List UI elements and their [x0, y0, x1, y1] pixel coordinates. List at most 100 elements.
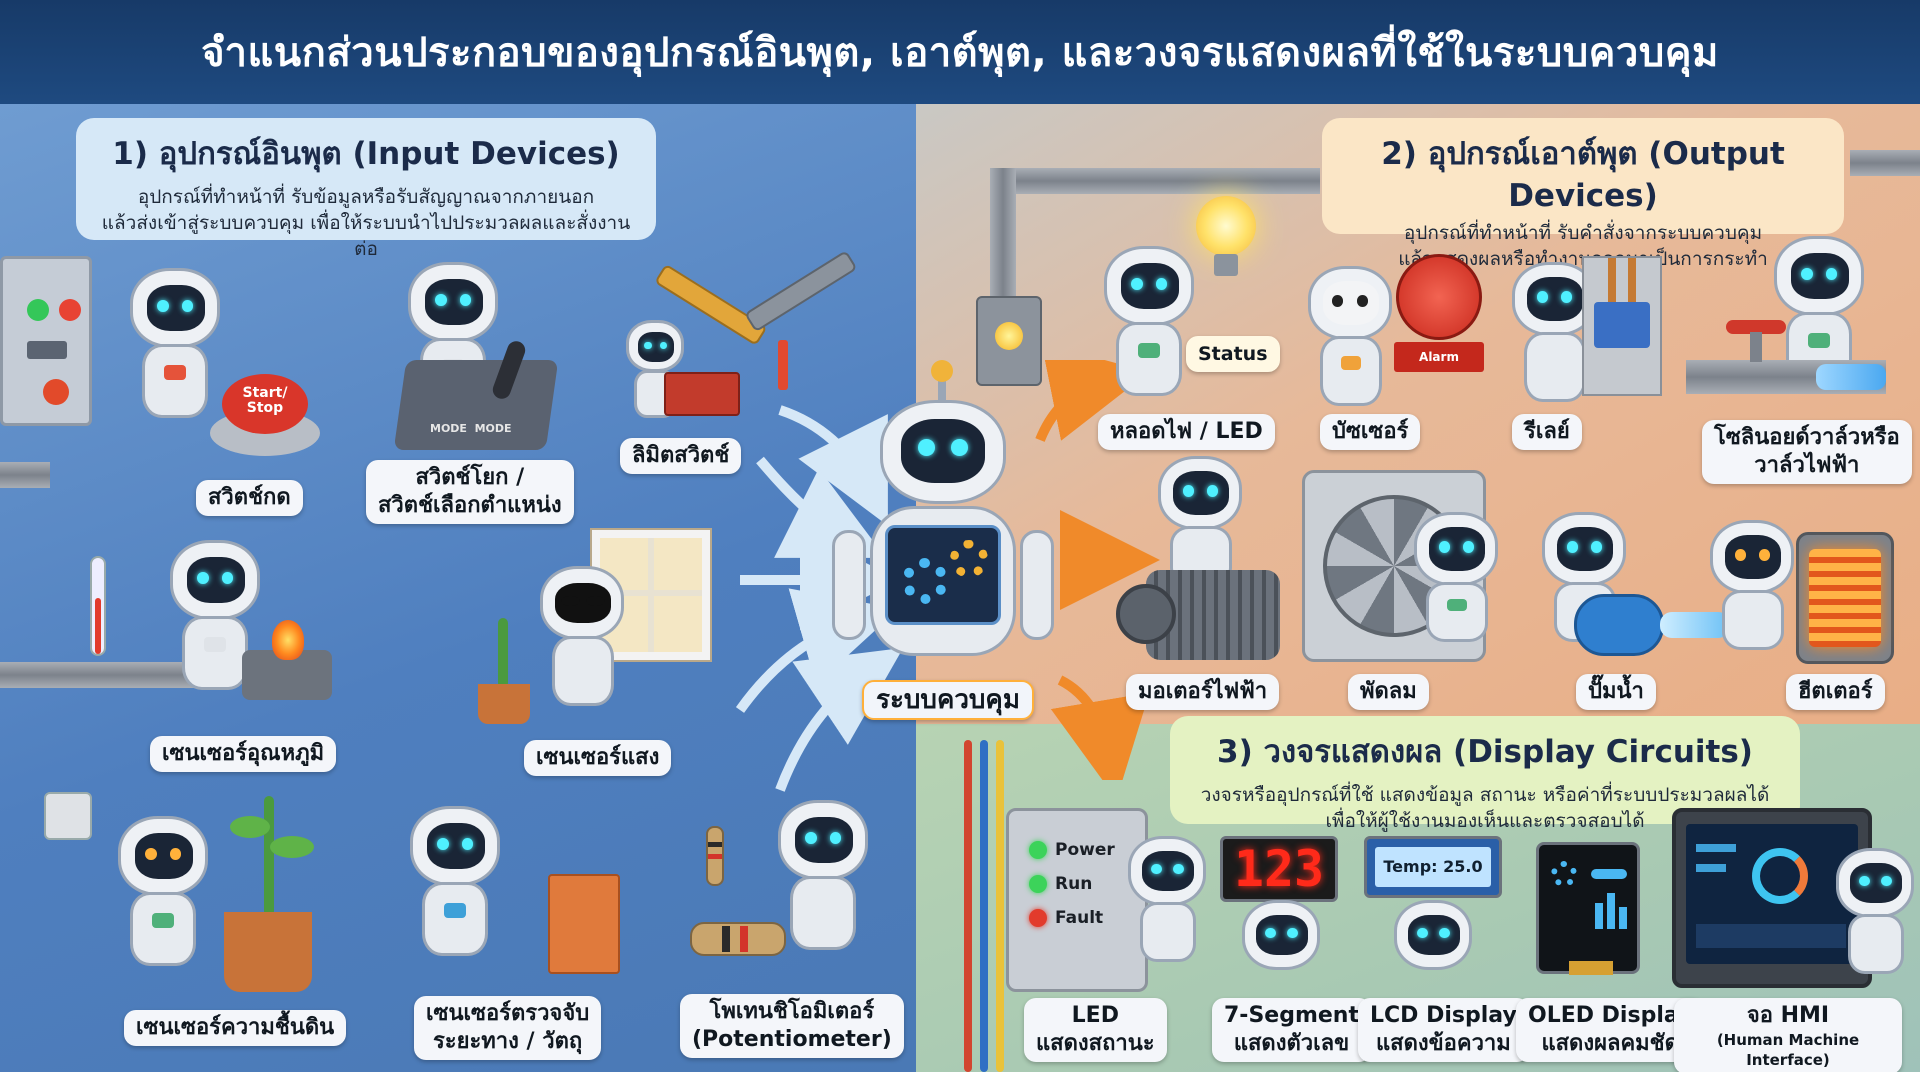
heater-icon — [1796, 532, 1894, 664]
input-section-desc-2: แล้วส่งเข้าสู่ระบบควบคุม เพื่อให้ระบบนำไ… — [101, 212, 631, 260]
display-label-led: LED แสดงสถานะ — [1024, 998, 1167, 1062]
input-label-distance-sensor: เซนเซอร์ตรวจจับ ระยะทาง / วัตถุ — [414, 996, 602, 1060]
page-title: จำแนกส่วนประกอบของอุปกรณ์อินพุต, เอาต์พุ… — [201, 30, 1719, 76]
robot-soil-moisture-sensor — [108, 816, 218, 986]
input-label-temperature-sensor: เซนเซอร์อุณหภูมิ — [150, 736, 337, 772]
mode-text: MODE MODE — [430, 422, 512, 435]
pipe-right-far — [1850, 150, 1920, 176]
arrow-low — [775, 647, 904, 792]
plant-pot-icon — [474, 618, 534, 728]
display-section-desc-2: เพื่อให้ผู้ใช้งานมองเห็นและตรวจสอบได้ — [1325, 810, 1645, 832]
wire-blue — [980, 740, 988, 1072]
robot-light-sensor — [532, 566, 632, 726]
light-bulb-icon — [1196, 196, 1256, 286]
controller-robot — [820, 360, 1070, 700]
input-section-box: 1) อุปกรณ์อินพุต (Input Devices) อุปกรณ์… — [76, 118, 656, 260]
oled-display — [1536, 842, 1640, 975]
robot-buzzer — [1300, 266, 1400, 426]
input-section-title: 1) อุปกรณ์อินพุต (Input Devices) — [112, 136, 620, 172]
lcd-display: Temp: 25.0 C — [1364, 836, 1502, 916]
output-label-heater: ฮีตเตอร์ — [1786, 674, 1885, 710]
input-label-limit-switch: ลิมิตสวิตช์ — [620, 438, 742, 474]
led-run-label: Run — [1055, 874, 1093, 894]
display-label-hmi-title: จอ HMI — [1746, 1003, 1830, 1028]
led-fault-label: Fault — [1055, 908, 1104, 928]
display-label-hmi: จอ HMI (Human Machine Interface) — [1674, 998, 1902, 1072]
robot-potentiometer — [768, 800, 878, 970]
led-status-panel: Power Run Fault — [1006, 808, 1148, 992]
output-label-solenoid-valve: โซลินอยด์วาล์วหรือ วาล์วไฟฟ้า — [1702, 420, 1912, 484]
display-label-oled: OLED Display แสดงผลคมชัด — [1516, 998, 1705, 1062]
arrow-to-lamp — [1035, 360, 1150, 442]
led-fault-icon — [1029, 909, 1047, 927]
input-label-soil-moisture-sensor: เซนเซอร์ความชื้นดิน — [124, 1010, 347, 1046]
input-section-desc-1: อุปกรณ์ที่ทำหน้าที่ รับข้อมูลหรือรับสัญญ… — [137, 186, 595, 208]
wire-yellow — [996, 740, 1004, 1072]
output-label-relay: รีเลย์ — [1512, 414, 1582, 450]
alarm-bell-icon: Alarm — [1392, 254, 1488, 374]
seven-segment-display: 123 — [1220, 836, 1338, 902]
arrow-to-display — [1050, 675, 1150, 780]
limit-switch-icon — [664, 372, 740, 416]
up-arrow-icon — [778, 340, 788, 390]
robot-fan — [1406, 512, 1506, 662]
robot-lamp — [1094, 246, 1204, 416]
input-label-light-sensor: เซนเซอร์แสง — [524, 740, 672, 776]
output-label-fan: พัดลม — [1348, 674, 1429, 710]
pipe-right-top — [990, 168, 1320, 194]
start-stop-text: Start/ Stop — [222, 374, 308, 434]
input-label-potentiometer: โพเทนชิโอมิเตอร์ (Potentiometer) — [680, 994, 904, 1058]
output-label-water-pump: ปั๊มน้ำ — [1576, 674, 1656, 710]
robot-distance-sensor — [400, 806, 510, 976]
target-object-icon — [548, 874, 620, 974]
selector-switch-icon: MODE MODE — [393, 338, 559, 452]
output-label-motor: มอเตอร์ไฟฟ้า — [1126, 674, 1280, 710]
output-section-title: 2) อุปกรณ์เอาต์พุต (Output Devices) — [1381, 136, 1785, 214]
alarm-text: Alarm — [1394, 342, 1484, 372]
resistor-icon — [706, 826, 724, 886]
output-label-lamp: หลอดไฟ / LED — [1098, 414, 1275, 450]
pipe-left-top — [0, 462, 50, 488]
display-label-7segment: 7-Segment แสดงตัวเลข — [1212, 998, 1371, 1062]
robot-seven-segment — [1236, 900, 1326, 990]
output-section-box: 2) อุปกรณ์เอาต์พุต (Output Devices) อุปก… — [1322, 118, 1844, 270]
lever-arm-icon — [654, 250, 870, 362]
stove-flame-icon — [242, 620, 332, 700]
robot-solenoid-valve — [1764, 236, 1874, 406]
output-label-buzzer: บัซเซอร์ — [1320, 414, 1421, 450]
led-power-label: Power — [1055, 840, 1115, 860]
gears-screen-icon — [885, 525, 1001, 625]
output-arrows — [1035, 360, 1160, 780]
robot-hmi — [1830, 848, 1920, 988]
display-section-title: 3) วงจรแสดงผล (Display Circuits) — [1217, 734, 1753, 770]
water-pump-icon — [1574, 584, 1734, 664]
thermometer-icon — [90, 556, 106, 656]
input-label-selector-switch: สวิตช์โยก / สวิตช์เลือกตำแหน่ง — [366, 460, 574, 524]
indicator-lamp-box-icon — [976, 296, 1042, 386]
robot-temperature-sensor — [160, 540, 270, 710]
status-tag: Status — [1186, 336, 1280, 372]
relay-icon — [1582, 256, 1662, 396]
lcd-text: Temp: 25.0 C — [1375, 847, 1491, 916]
valve-pipe-icon — [1666, 320, 1886, 420]
plant-icon — [220, 796, 316, 996]
display-section-box: 3) วงจรแสดงผล (Display Circuits) วงจรหรื… — [1170, 716, 1800, 832]
wall-socket-icon — [44, 792, 92, 840]
robot-led-panel — [1122, 836, 1212, 986]
robot-lcd — [1388, 900, 1478, 990]
page-title-banner: จำแนกส่วนประกอบของอุปกรณ์อินพุต, เอาต์พุ… — [0, 0, 1920, 104]
robot-motor — [1150, 456, 1250, 606]
display-section-desc-1: วงจรหรืออุปกรณ์ที่ใช้ แสดงข้อมูล สถานะ ห… — [1200, 784, 1770, 806]
output-section-desc-1: อุปกรณ์ที่ทำหน้าที่ รับคำสั่งจากระบบควบค… — [1403, 222, 1763, 244]
led-run-icon — [1029, 875, 1047, 893]
wire-red — [964, 740, 972, 1072]
controller-label: ระบบควบคุม — [862, 680, 1034, 720]
robot-heater — [1702, 520, 1802, 670]
electric-motor-icon — [1116, 564, 1286, 664]
robot-push-button — [120, 268, 230, 438]
robot-water-pump — [1534, 512, 1634, 662]
led-power-icon — [1029, 841, 1047, 859]
potentiometer-icon — [690, 922, 786, 956]
display-label-hmi-sub: (Human Machine Interface) — [1716, 1031, 1860, 1069]
wall-switch-box-icon — [0, 256, 92, 426]
